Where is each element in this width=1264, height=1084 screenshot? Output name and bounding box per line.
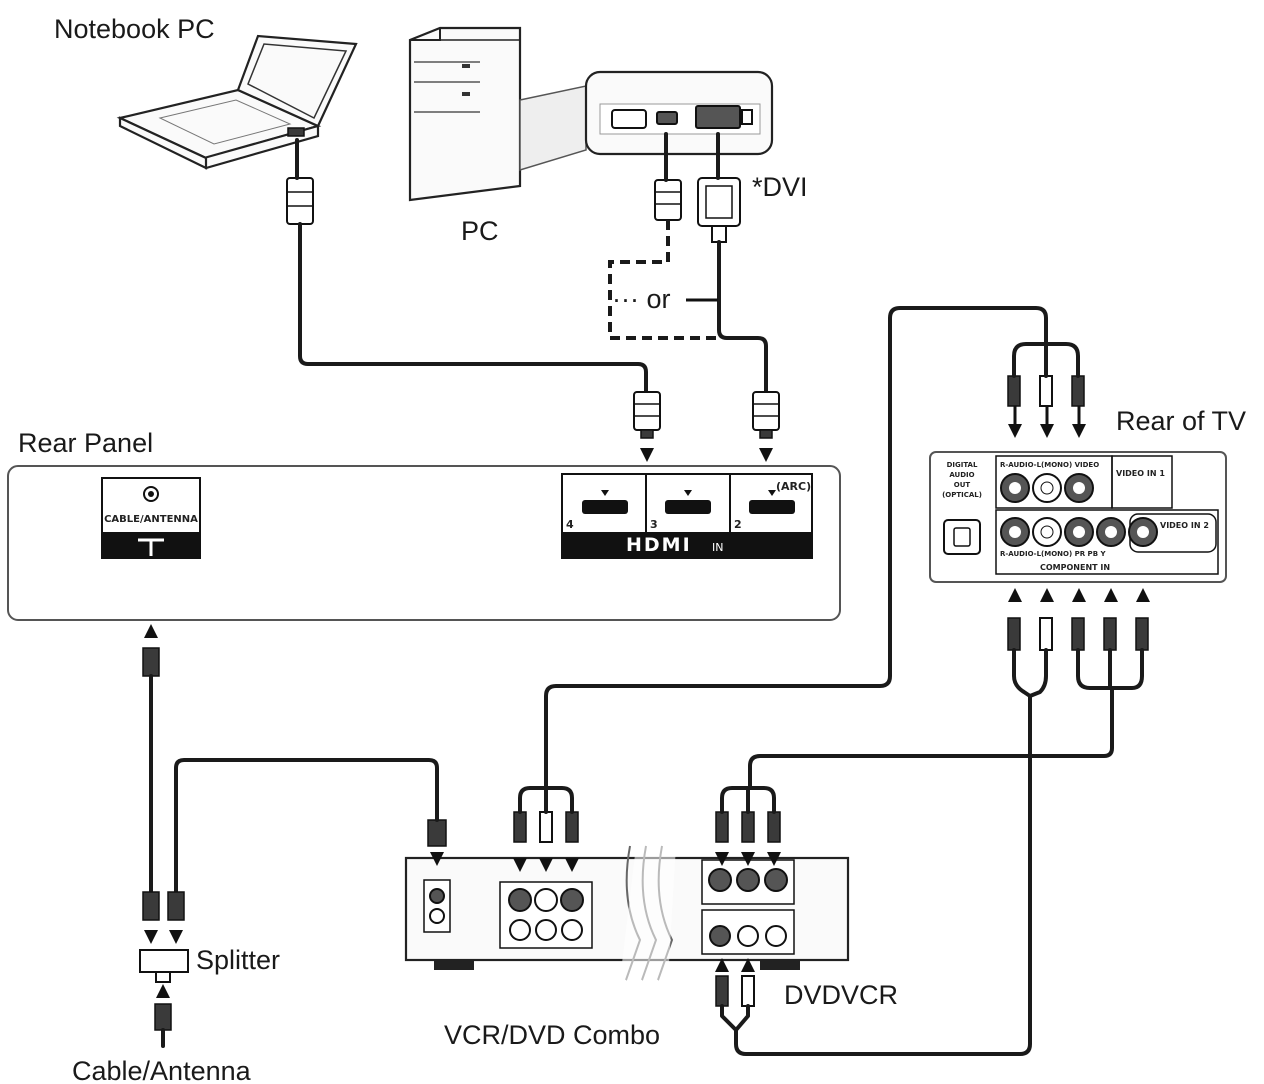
panel-coax-plug bbox=[142, 647, 160, 677]
component-in-label: COMPONENT IN bbox=[1040, 563, 1110, 572]
tv-component-trio bbox=[1076, 648, 1144, 690]
rear-panel-label: Rear Panel bbox=[18, 428, 153, 458]
tv-top-branch bbox=[1012, 342, 1080, 378]
pc-label: PC bbox=[461, 216, 499, 246]
vcr-coax-plug bbox=[427, 819, 447, 866]
hdmi-logo: HDMI bbox=[626, 534, 692, 556]
optical-label-4: (OPTICAL) bbox=[942, 491, 982, 499]
video-in-2-label: VIDEO IN 2 bbox=[1160, 521, 1209, 530]
vcr-dvd-combo-label: VCR/DVD Combo bbox=[444, 1020, 660, 1050]
vcr-coax-cable bbox=[174, 758, 439, 894]
cable-antenna-port-block: CABLE/ANTENNA bbox=[101, 477, 201, 559]
vcr-dvd-combo-device bbox=[404, 845, 850, 981]
dvi-hdmi-cable bbox=[717, 240, 768, 394]
tv-bottom-rca-plugs bbox=[1007, 588, 1150, 651]
dvi-label: *DVI bbox=[752, 172, 808, 202]
optical-label-3: OUT bbox=[954, 481, 971, 489]
notebook-pc-illustration bbox=[116, 34, 358, 170]
hdmi-in-label: IN bbox=[712, 541, 723, 554]
hdmi-in-block: 4 3 2 (ARC) HDMI IN bbox=[561, 473, 813, 559]
notebook-hdmi-plug bbox=[286, 177, 314, 225]
pc-hdmi-port bbox=[656, 111, 678, 125]
hdmi-port-4 bbox=[582, 500, 628, 514]
hdmi-alt-dashed-cable bbox=[608, 220, 716, 340]
dvd-component-cable bbox=[748, 686, 1114, 788]
pc-dvi-port bbox=[695, 105, 741, 129]
pc-tower-illustration bbox=[408, 26, 522, 202]
tv-row2-label: R-AUDIO-L(MONO) PR PB Y bbox=[1000, 550, 1106, 558]
splitter-label: Splitter bbox=[196, 945, 280, 975]
hdmi-port-2 bbox=[749, 500, 795, 514]
vcr-rca-branch bbox=[518, 786, 574, 814]
vga-port bbox=[611, 109, 647, 129]
splitter-coax-plugs bbox=[142, 891, 185, 944]
vcr-composite-cable bbox=[544, 306, 1048, 788]
pc-rear-panel-zoom bbox=[519, 70, 774, 172]
dvd-audio-branch bbox=[720, 1004, 750, 1032]
hdmi-port-number-3: 3 bbox=[650, 518, 658, 531]
rear-of-tv-label: Rear of TV bbox=[1116, 406, 1246, 436]
dvd-component-branch bbox=[720, 786, 776, 814]
hdmi-port-number-2: 2 bbox=[734, 518, 742, 531]
vcr-rf-block bbox=[423, 879, 451, 933]
optical-label-2: AUDIO bbox=[949, 471, 974, 479]
pc-hdmi-plug bbox=[654, 179, 682, 221]
dvd-audio-plugs bbox=[715, 958, 755, 1007]
hdmi-port-number-4: 4 bbox=[566, 518, 574, 531]
notebook-hdmi-cable bbox=[298, 222, 648, 394]
video-in-1-label: VIDEO IN 1 bbox=[1116, 469, 1165, 478]
cable-antenna-port-label: CABLE/ANTENNA bbox=[104, 514, 198, 525]
optical-label-1: DIGITAL bbox=[947, 461, 978, 469]
tv-audio-pair bbox=[1012, 648, 1048, 698]
tv-top-rca-plugs bbox=[1007, 375, 1086, 438]
vcr-rca-plugs bbox=[513, 811, 579, 872]
dvdvcr-label: DVDVCR bbox=[784, 980, 898, 1010]
tv-row1-label: R-AUDIO-L(MONO) VIDEO bbox=[1000, 461, 1099, 469]
splitter-device bbox=[139, 949, 189, 983]
dvi-connector bbox=[697, 177, 741, 243]
arc-label: (ARC) bbox=[776, 480, 811, 493]
hdmi-plug-port3 bbox=[633, 391, 661, 439]
dvd-component-plugs bbox=[715, 811, 781, 866]
optical-port bbox=[943, 519, 981, 555]
dvd-audio-cable bbox=[734, 694, 1032, 1056]
or-label: ··· or bbox=[612, 284, 671, 314]
notebook-pc-label: Notebook PC bbox=[54, 14, 215, 44]
antenna-coax-plug bbox=[154, 1003, 172, 1031]
cable-antenna-label: Cable/Antenna bbox=[72, 1056, 252, 1084]
tv-rear-panel: DIGITAL AUDIO OUT (OPTICAL) R-AUDIO-L(MO… bbox=[929, 451, 1227, 583]
hdmi-port-3 bbox=[665, 500, 711, 514]
hdmi-plug-port2 bbox=[752, 391, 780, 439]
